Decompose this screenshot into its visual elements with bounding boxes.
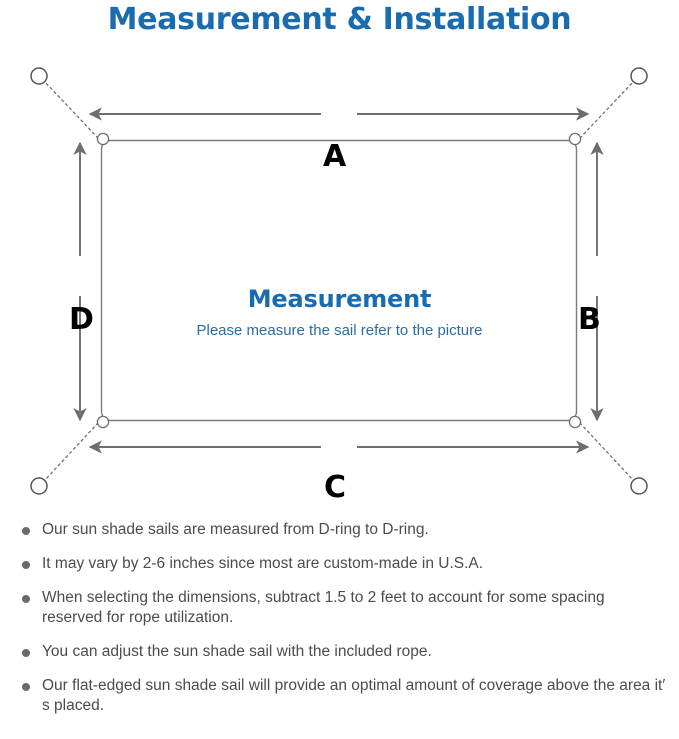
diagram-svg bbox=[30, 67, 648, 495]
dimension-label-b: B bbox=[578, 302, 601, 337]
rope-line-bottom-left bbox=[43, 422, 99, 482]
dimension-label-d: D bbox=[69, 302, 94, 337]
rope-line-top-left bbox=[43, 80, 99, 139]
note-text: Our sun shade sails are measured from D-… bbox=[42, 521, 429, 538]
measurement-diagram: Measurement Please measure the sail refe… bbox=[0, 44, 679, 514]
list-item: It may vary by 2-6 inches since most are… bbox=[12, 554, 667, 574]
list-item: Our sun shade sails are measured from D-… bbox=[12, 520, 667, 540]
note-text: Our flat-edged sun shade sail will provi… bbox=[42, 677, 666, 714]
list-item: When selecting the dimensions, subtract … bbox=[12, 588, 667, 628]
rope-line-top-right bbox=[579, 80, 635, 139]
d-ring-icon-top-left bbox=[96, 132, 110, 146]
bullet-icon bbox=[22, 683, 30, 691]
dimension-label-c: C bbox=[324, 470, 347, 505]
sail-outline bbox=[100, 139, 578, 422]
anchor-point-top-right bbox=[630, 67, 648, 85]
d-ring-icon-bottom-right bbox=[568, 415, 582, 429]
sail-center-subtitle: Please measure the sail refer to the pic… bbox=[196, 322, 483, 339]
anchor-point-top-left bbox=[30, 67, 48, 85]
list-item: Our flat-edged sun shade sail will provi… bbox=[12, 676, 667, 716]
dimension-label-a: A bbox=[323, 139, 347, 174]
note-text: It may vary by 2-6 inches since most are… bbox=[42, 555, 484, 572]
d-ring-icon-bottom-left bbox=[96, 415, 110, 429]
page-title: Measurement & Installation bbox=[107, 2, 572, 37]
list-item: You can adjust the sun shade sail with t… bbox=[12, 642, 667, 662]
anchor-point-bottom-right bbox=[630, 477, 648, 495]
bullet-icon bbox=[22, 595, 30, 603]
notes-list: Our sun shade sails are measured from D-… bbox=[0, 520, 679, 716]
bullet-icon bbox=[22, 649, 30, 657]
anchor-point-bottom-left bbox=[30, 477, 48, 495]
note-text: You can adjust the sun shade sail with t… bbox=[42, 643, 432, 660]
note-text: When selecting the dimensions, subtract … bbox=[42, 589, 605, 626]
rope-line-bottom-right bbox=[579, 422, 635, 482]
d-ring-icon-top-right bbox=[568, 132, 582, 146]
bullet-icon bbox=[22, 561, 30, 569]
sail-center-title: Measurement bbox=[247, 285, 432, 313]
bullet-icon bbox=[22, 527, 30, 535]
